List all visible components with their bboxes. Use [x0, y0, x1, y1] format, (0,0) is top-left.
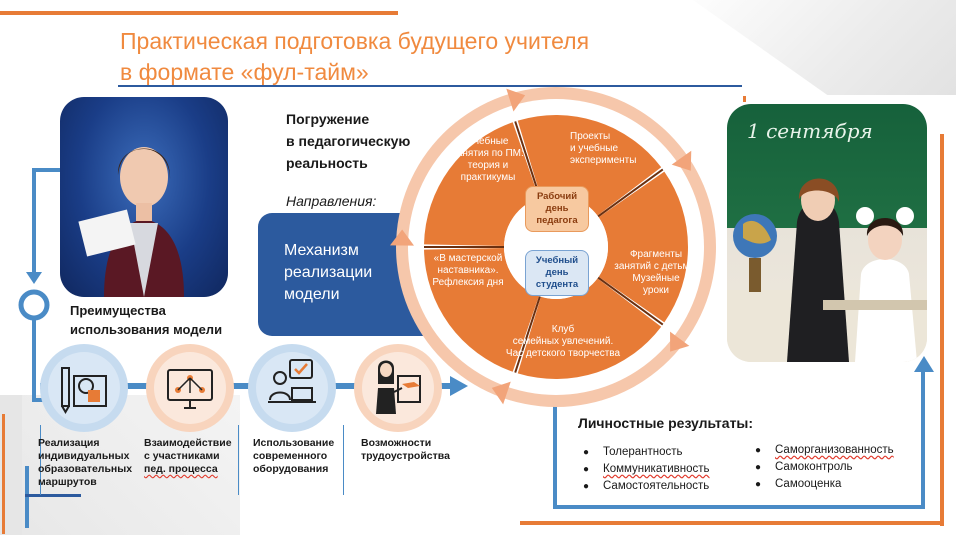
results-title: Личностные результаты: [578, 415, 754, 431]
wheel-divider-1 [514, 121, 541, 198]
student-illustration [78, 147, 184, 297]
title-line-1: Практическая подготовка будущего учителя [120, 28, 590, 54]
list-item: Самостоятельность [583, 478, 710, 495]
results-up-arrow [914, 356, 934, 372]
caption-separator-1 [238, 425, 239, 495]
center-box-student-day: Учебный день студента [525, 250, 589, 296]
advantage-1-caption: Реализация индивидуальных образовательны… [38, 437, 133, 488]
advantage-4-circle [354, 344, 442, 432]
wheel-arrow-4 [390, 229, 415, 246]
title-underline [118, 85, 742, 87]
wheel-arrow-2 [670, 331, 690, 352]
list-item: Самооценка [755, 476, 894, 493]
photo-classroom: 1 сентября [727, 104, 927, 362]
wheel-segment-5-text: «В мастерской наставника». Рефлексия дня [432, 253, 504, 288]
wheel-segment-4 [424, 248, 539, 372]
caption-separator-0 [40, 425, 41, 495]
advantage-4-caption: Возможности трудоустройства [361, 437, 450, 462]
advantages-line-1: Преимущества [70, 303, 166, 318]
frame-line-right-orange [940, 134, 944, 526]
page-title: Практическая подготовка будущего учителя… [120, 26, 680, 88]
immersion-heading: Погружение в педагогическую реальность [286, 108, 436, 174]
wheel-arrow-5 [506, 88, 526, 112]
mechanism-line-2: реализации [284, 264, 373, 281]
classroom-illustration: 1 сентября [727, 119, 927, 362]
mechanism-text: Механизм реализации модели [284, 240, 404, 306]
photo-student [60, 97, 228, 297]
wheel-segment-3-text: Фрагменты занятий с детьми. Музейные уро… [614, 249, 698, 296]
wheel-divider-3 [597, 276, 664, 326]
wheel-divider-4 [514, 296, 541, 373]
svg-text:1 сентября: 1 сентября [747, 119, 873, 143]
wheel-arrow-1 [671, 150, 692, 171]
wheel-segment-3 [517, 278, 662, 379]
frame-line-top-orange [0, 11, 398, 15]
caption-separator-2 [343, 425, 344, 495]
mechanism-line-1: Механизм [284, 242, 359, 259]
mechanism-line-3: модели [284, 286, 340, 303]
list-item: Саморганизованность [755, 442, 894, 459]
immersion-line-1: Погружение [286, 111, 370, 127]
pencil-ruler-icon [61, 367, 107, 414]
directions-label: Направления: [286, 193, 377, 209]
advantage-2-caption: Взаимодействие с участниками пед. процес… [144, 437, 232, 475]
advantage-1-circle [40, 344, 128, 432]
frame-line-left-blue-bottom [25, 466, 29, 528]
results-list-2: Саморганизованность Самоконтроль Самооце… [755, 442, 894, 493]
wheel-arrow-3 [491, 381, 511, 405]
frame-line-bottom-orange [520, 521, 944, 525]
graduate-board-icon [376, 360, 421, 414]
wheel-segment-1-text: Учебные занятия по ПМ: теория и практику… [452, 136, 524, 183]
frame-line-results-left [553, 404, 557, 508]
advantage-2-circle [146, 344, 234, 432]
wheel-segment-5 [424, 122, 539, 246]
frame-line-results-right [921, 372, 925, 509]
results-list-1: Толерантность Коммуникативность Самостоя… [583, 444, 710, 495]
list-item: Толерантность [583, 444, 710, 461]
advantages-line-2: использования модели [70, 322, 223, 337]
monitor-network-icon [167, 369, 213, 409]
wheel-segment-2 [598, 171, 688, 323]
frame-line-bottom-navy [25, 494, 81, 497]
decor-top-right [692, 0, 956, 95]
center-box-teacher-day: Рабочий день педагога [525, 186, 589, 232]
list-item: Коммуникативность [583, 461, 710, 478]
list-item: Самоконтроль [755, 459, 894, 476]
frame-grey-block [0, 395, 22, 535]
wheel-segment-4-text: Клуб семейных увлечений. Час детского тв… [505, 324, 621, 359]
immersion-line-3: реальность [286, 155, 368, 171]
teacher-laptop-icon [268, 359, 316, 403]
immersion-line-2: в педагогическую [286, 133, 411, 149]
frame-line-results-bottom [553, 505, 925, 509]
advantage-3-caption: Использование современного оборудования [253, 437, 335, 475]
advantages-heading: Преимущества использования модели [70, 301, 250, 339]
frame-line-left-orange [2, 414, 5, 534]
advantage-3-circle [248, 344, 336, 432]
title-line-2: в формате «фул-тайм» [120, 59, 369, 85]
frame-line-photo-stub [743, 96, 746, 102]
wheel-segment-2-text: Проекты и учебные эксперименты [570, 131, 637, 166]
wheel-divider-2 [597, 168, 664, 218]
directions-wheel [390, 87, 716, 407]
advantages-arrow [40, 376, 468, 396]
